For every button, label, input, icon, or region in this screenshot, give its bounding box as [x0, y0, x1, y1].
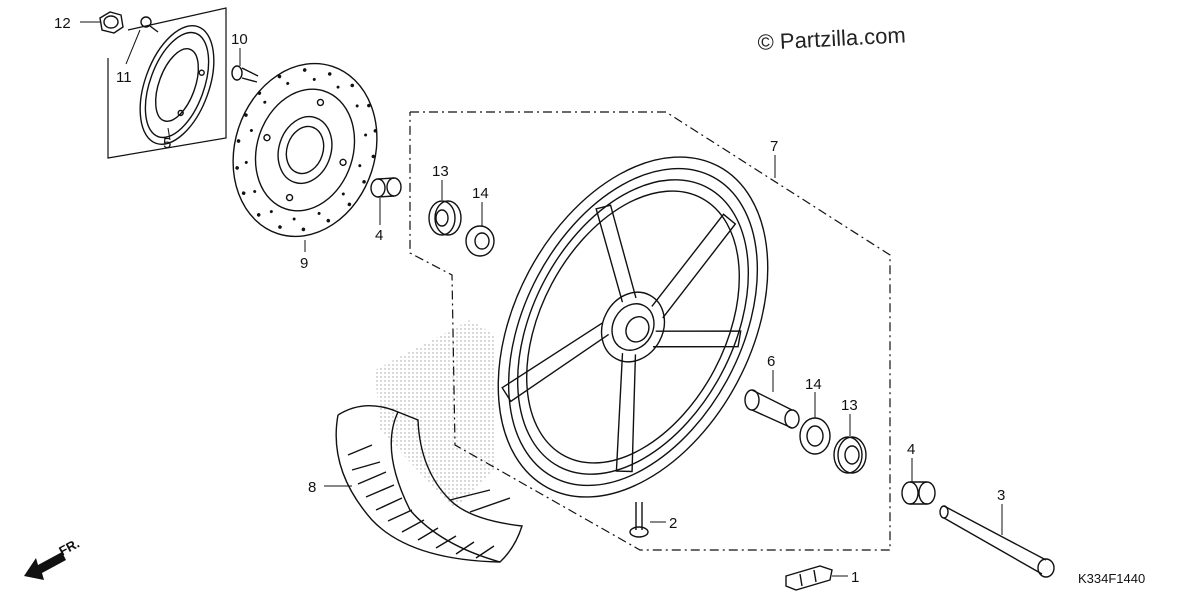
callout-12-nut: 12 — [54, 15, 71, 32]
callout-9-brake-disk: 9 — [300, 255, 308, 272]
cast-wheel — [497, 156, 769, 498]
bearing-left — [428, 200, 462, 236]
callout-14-dust-seal-left: 14 — [472, 185, 489, 202]
callout-14-dust-seal-right: 14 — [805, 376, 822, 393]
callout-1-balance-weight: 1 — [851, 569, 859, 586]
wheel-assembly-frame — [409, 111, 891, 551]
dust-seal-right — [799, 417, 831, 455]
watermark: © Partzilla.com — [757, 22, 906, 55]
pulser-ring — [139, 25, 215, 145]
bearing-right — [833, 436, 867, 474]
callout-2-tire-valve: 2 — [669, 515, 677, 532]
dust-seal-left — [465, 225, 495, 257]
leader-lines — [80, 21, 1003, 577]
callout-13-bearing-right: 13 — [841, 397, 858, 414]
tire-valve — [629, 502, 649, 538]
front-direction-arrow-icon: FR. — [24, 536, 82, 580]
callout-11-screw: 11 — [116, 69, 132, 86]
diagram-code: K334F1440 — [1078, 571, 1145, 586]
callout-5-pulser-ring: 5 — [163, 135, 171, 152]
distance-collar — [744, 389, 800, 429]
ground-shading — [375, 320, 495, 510]
brake-disk — [232, 62, 378, 238]
screw-small — [140, 16, 159, 33]
tire — [335, 404, 523, 563]
callout-13-bearing-left: 13 — [432, 163, 449, 180]
nut — [99, 11, 124, 34]
side-collar-left — [370, 177, 402, 198]
callout-7-cast-wheel: 7 — [770, 138, 778, 155]
callout-6-distance-collar: 6 — [767, 353, 775, 370]
callout-3-front-axle: 3 — [997, 487, 1005, 504]
callout-4-side-collar-left: 4 — [375, 227, 383, 244]
disk-bolt — [231, 65, 259, 83]
side-collar-right — [901, 481, 936, 505]
callout-labels: 12 11 5 10 9 4 13 14 7 6 14 13 4 3 8 2 1 — [54, 15, 1005, 586]
front-axle — [939, 505, 1055, 578]
callout-8-tire: 8 — [308, 479, 316, 496]
callout-4-side-collar-right: 4 — [907, 441, 915, 458]
callout-10-disk-bolt: 10 — [231, 31, 248, 48]
pulser-ring-box — [107, 7, 227, 159]
balance-weight — [785, 565, 833, 591]
